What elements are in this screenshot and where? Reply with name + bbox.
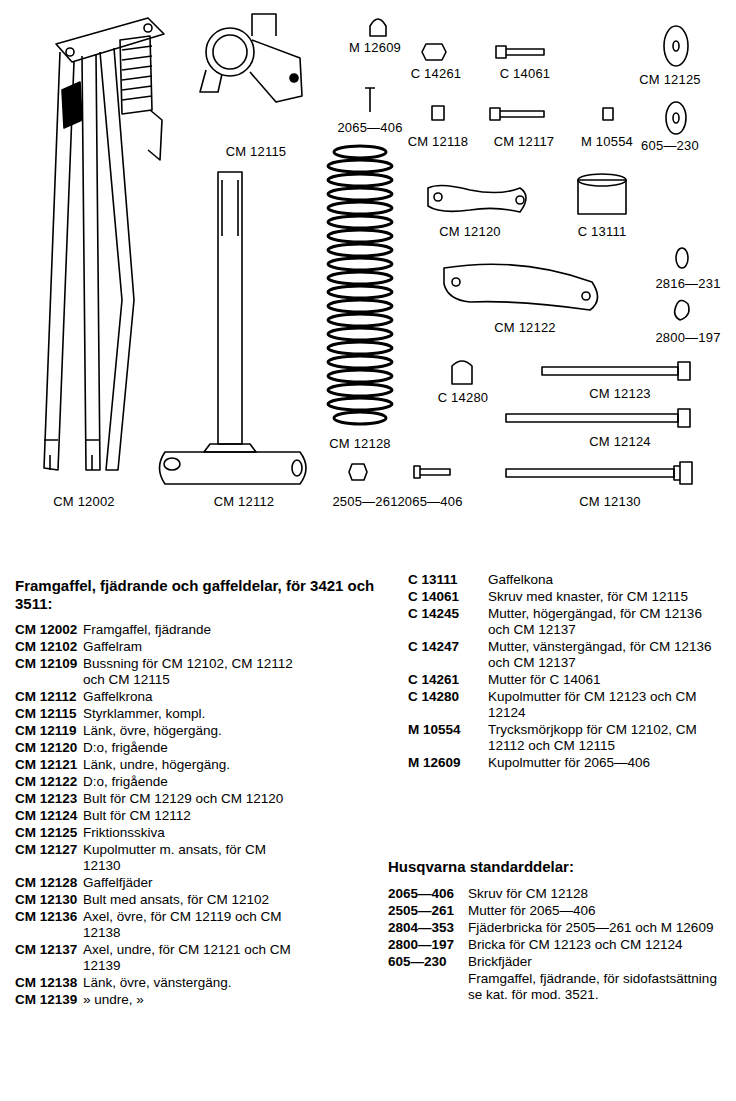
part-code: CM 12122	[15, 774, 77, 790]
part-description: Fjäderbricka för 2505—261 och M 12609	[468, 920, 723, 936]
part-description: Brickfjäder	[468, 954, 723, 970]
part-description: Gaffelkona	[488, 572, 720, 588]
part-description: Länk, undre, högergäng.	[83, 757, 298, 773]
part-description: Gaffelram	[83, 639, 298, 655]
part-code: CM 12120	[15, 740, 77, 756]
note: Framgaffel, fjädrande, för sidofastsättn…	[468, 971, 723, 1003]
page-title: Framgaffel, fjädrande och gaffeldelar, f…	[15, 577, 385, 613]
part-code: 2505—261	[388, 903, 454, 919]
part-number: CM 12117	[494, 134, 555, 149]
part-code: CM 12125	[15, 825, 77, 841]
part-description: Länk, övre, högergäng.	[83, 723, 298, 739]
part-number: CM 12123	[589, 386, 651, 401]
part-code: 605—230	[388, 954, 447, 970]
part-code: 2065—406	[388, 886, 454, 902]
part-number: CM 12120	[439, 224, 501, 239]
part-code: CM 12112	[15, 689, 77, 705]
part-number: 2800—197	[655, 330, 720, 345]
part-code: CM 12109	[15, 656, 77, 672]
part-description: Gaffelfjäder	[83, 875, 298, 891]
part-number: 2065—406	[337, 120, 402, 135]
part-description: Kupolmutter m. ansats, för CM 12130	[83, 842, 298, 874]
part-number: 2505—261	[332, 494, 397, 509]
part-code: CM 12137	[15, 942, 77, 958]
part-code: CM 12124	[15, 808, 77, 824]
part-number: C 14280	[438, 390, 489, 405]
clamp-drawing	[200, 14, 302, 102]
part-description: Kupolmutter för 2065—406	[488, 755, 720, 771]
link-parts	[428, 174, 689, 384]
part-code: CM 12130	[15, 892, 77, 908]
part-description: Styrklammer, kompl.	[83, 706, 298, 722]
part-code: CM 12102	[15, 639, 77, 655]
crown-drawing	[160, 172, 307, 484]
part-description: Axel, övre, för CM 12119 och CM 12138	[83, 909, 298, 941]
part-code: CM 12128	[15, 875, 77, 891]
part-number: 2816—231	[655, 276, 720, 291]
part-description: » undre, »	[83, 992, 298, 1008]
part-code: CM 12115	[15, 706, 77, 722]
part-number: CM 12124	[589, 434, 651, 449]
part-code: C 14247	[408, 639, 459, 655]
part-number: CM 12125	[639, 72, 701, 87]
part-description: Mutter, vänstergängad, för CM 12136 och …	[488, 639, 720, 671]
part-code: M 10554	[408, 722, 461, 738]
part-number: C 13111	[578, 224, 627, 239]
part-code: C 13111	[408, 572, 458, 588]
part-description: Bult med ansats, för CM 12102	[83, 892, 298, 908]
part-description: Bult för CM 12129 och CM 12120	[83, 791, 298, 807]
part-number: CM 12002	[53, 494, 115, 509]
part-number: 2065—406	[397, 494, 462, 509]
part-code: CM 12002	[15, 622, 77, 638]
part-description: Mutter, högergängad, för CM 12136 och CM…	[488, 606, 720, 638]
part-code: CM 12138	[15, 975, 77, 991]
part-description: Skruv för CM 12128	[468, 886, 723, 902]
part-code: 2800—197	[388, 937, 454, 953]
part-number: C 14261	[411, 66, 462, 81]
part-number: CM 12128	[329, 436, 391, 451]
part-code: CM 12121	[15, 757, 77, 773]
part-number: M 10554	[581, 134, 633, 149]
part-code: C 14280	[408, 689, 459, 705]
part-description: Bult för CM 12112	[83, 808, 298, 824]
part-description: Länk, övre, vänstergäng.	[83, 975, 298, 991]
part-description: Axel, undre, för CM 12121 och CM 12139	[83, 942, 298, 974]
part-number: C 14061	[500, 66, 551, 81]
part-code: M 12609	[408, 755, 461, 771]
part-description: Trycksmörjkopp för CM 12102, CM 12112 oc…	[488, 722, 720, 754]
part-description: Friktionsskiva	[83, 825, 298, 841]
part-number: CM 12130	[579, 494, 641, 509]
part-description: Bricka för CM 12123 och CM 12124	[468, 937, 723, 953]
part-code: C 14061	[408, 589, 459, 605]
part-code: CM 12123	[15, 791, 77, 807]
part-description: Gaffelkrona	[83, 689, 298, 705]
part-number: 605—230	[641, 138, 699, 153]
part-code: CM 12136	[15, 909, 77, 925]
part-number: CM 12122	[494, 320, 556, 335]
part-description: Framgaffel, fjädrande	[83, 622, 298, 638]
part-code: 2804—353	[388, 920, 454, 936]
part-description: D:o, frigående	[83, 740, 298, 756]
part-number: CM 12115	[226, 144, 287, 159]
part-description: Mutter för 2065—406	[468, 903, 723, 919]
part-description: Kupolmutter för CM 12123 och CM 12124	[488, 689, 720, 721]
section-heading: Husqvarna standarddelar:	[388, 858, 574, 876]
part-code: CM 12139	[15, 992, 77, 1008]
bolt-parts	[349, 362, 692, 484]
part-number: CM 12112	[214, 494, 275, 509]
part-number: CM 12118	[408, 134, 469, 149]
part-description: Skruv med knaster, för CM 12115	[488, 589, 720, 605]
part-code: CM 12127	[15, 842, 77, 858]
part-code: C 14245	[408, 606, 459, 622]
part-code: CM 12119	[15, 723, 77, 739]
part-description: Bussning för CM 12102, CM 12112 och CM 1…	[83, 656, 298, 688]
part-description: D:o, frigående	[83, 774, 298, 790]
fork-drawing	[44, 18, 164, 470]
part-description: Mutter för C 14061	[488, 672, 720, 688]
spring-drawing	[328, 146, 392, 424]
part-code: C 14261	[408, 672, 459, 688]
part-number: M 12609	[349, 40, 401, 55]
